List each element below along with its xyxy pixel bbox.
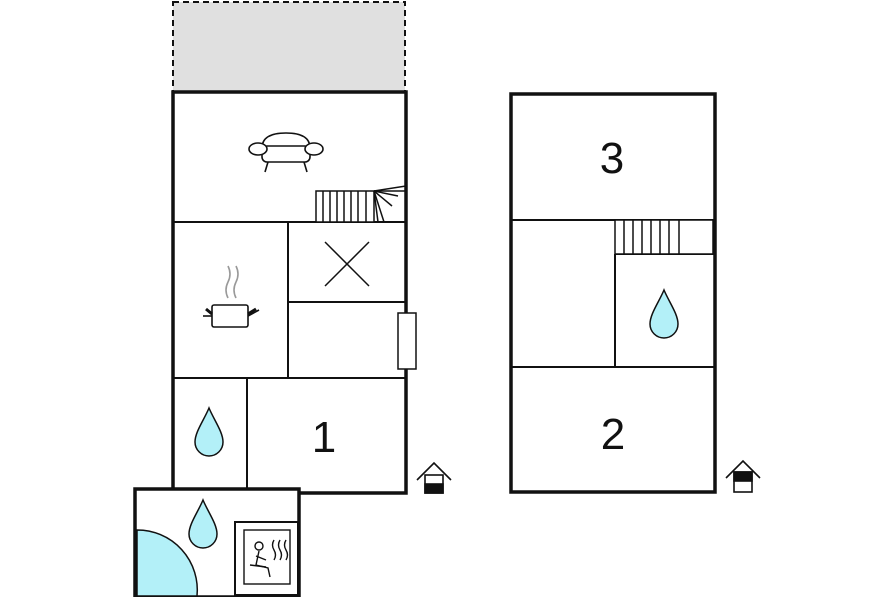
sofa-icon	[248, 132, 324, 173]
floor-level-icon	[416, 461, 452, 494]
water-drop-icon	[188, 498, 218, 549]
storage-cross-icon	[324, 241, 370, 287]
floor-level-icon	[725, 459, 761, 493]
water-drop-icon	[194, 406, 224, 457]
stairs-ground	[315, 185, 407, 223]
cooking-pot-icon	[203, 265, 260, 328]
shower-quarter-circle	[136, 529, 199, 597]
stairs-upper	[614, 219, 714, 255]
wall-niche	[397, 312, 417, 370]
upper-floor-outline	[509, 92, 717, 494]
upper-floor: 3 2	[509, 92, 761, 494]
water-drop-icon	[649, 288, 679, 339]
room-number-3: 3	[600, 134, 624, 183]
room-number-1: 1	[312, 413, 336, 462]
room-number-2: 2	[601, 410, 625, 459]
sauna-icon	[243, 529, 291, 585]
ground-floor: 1	[133, 1, 452, 597]
terrace	[172, 1, 406, 93]
